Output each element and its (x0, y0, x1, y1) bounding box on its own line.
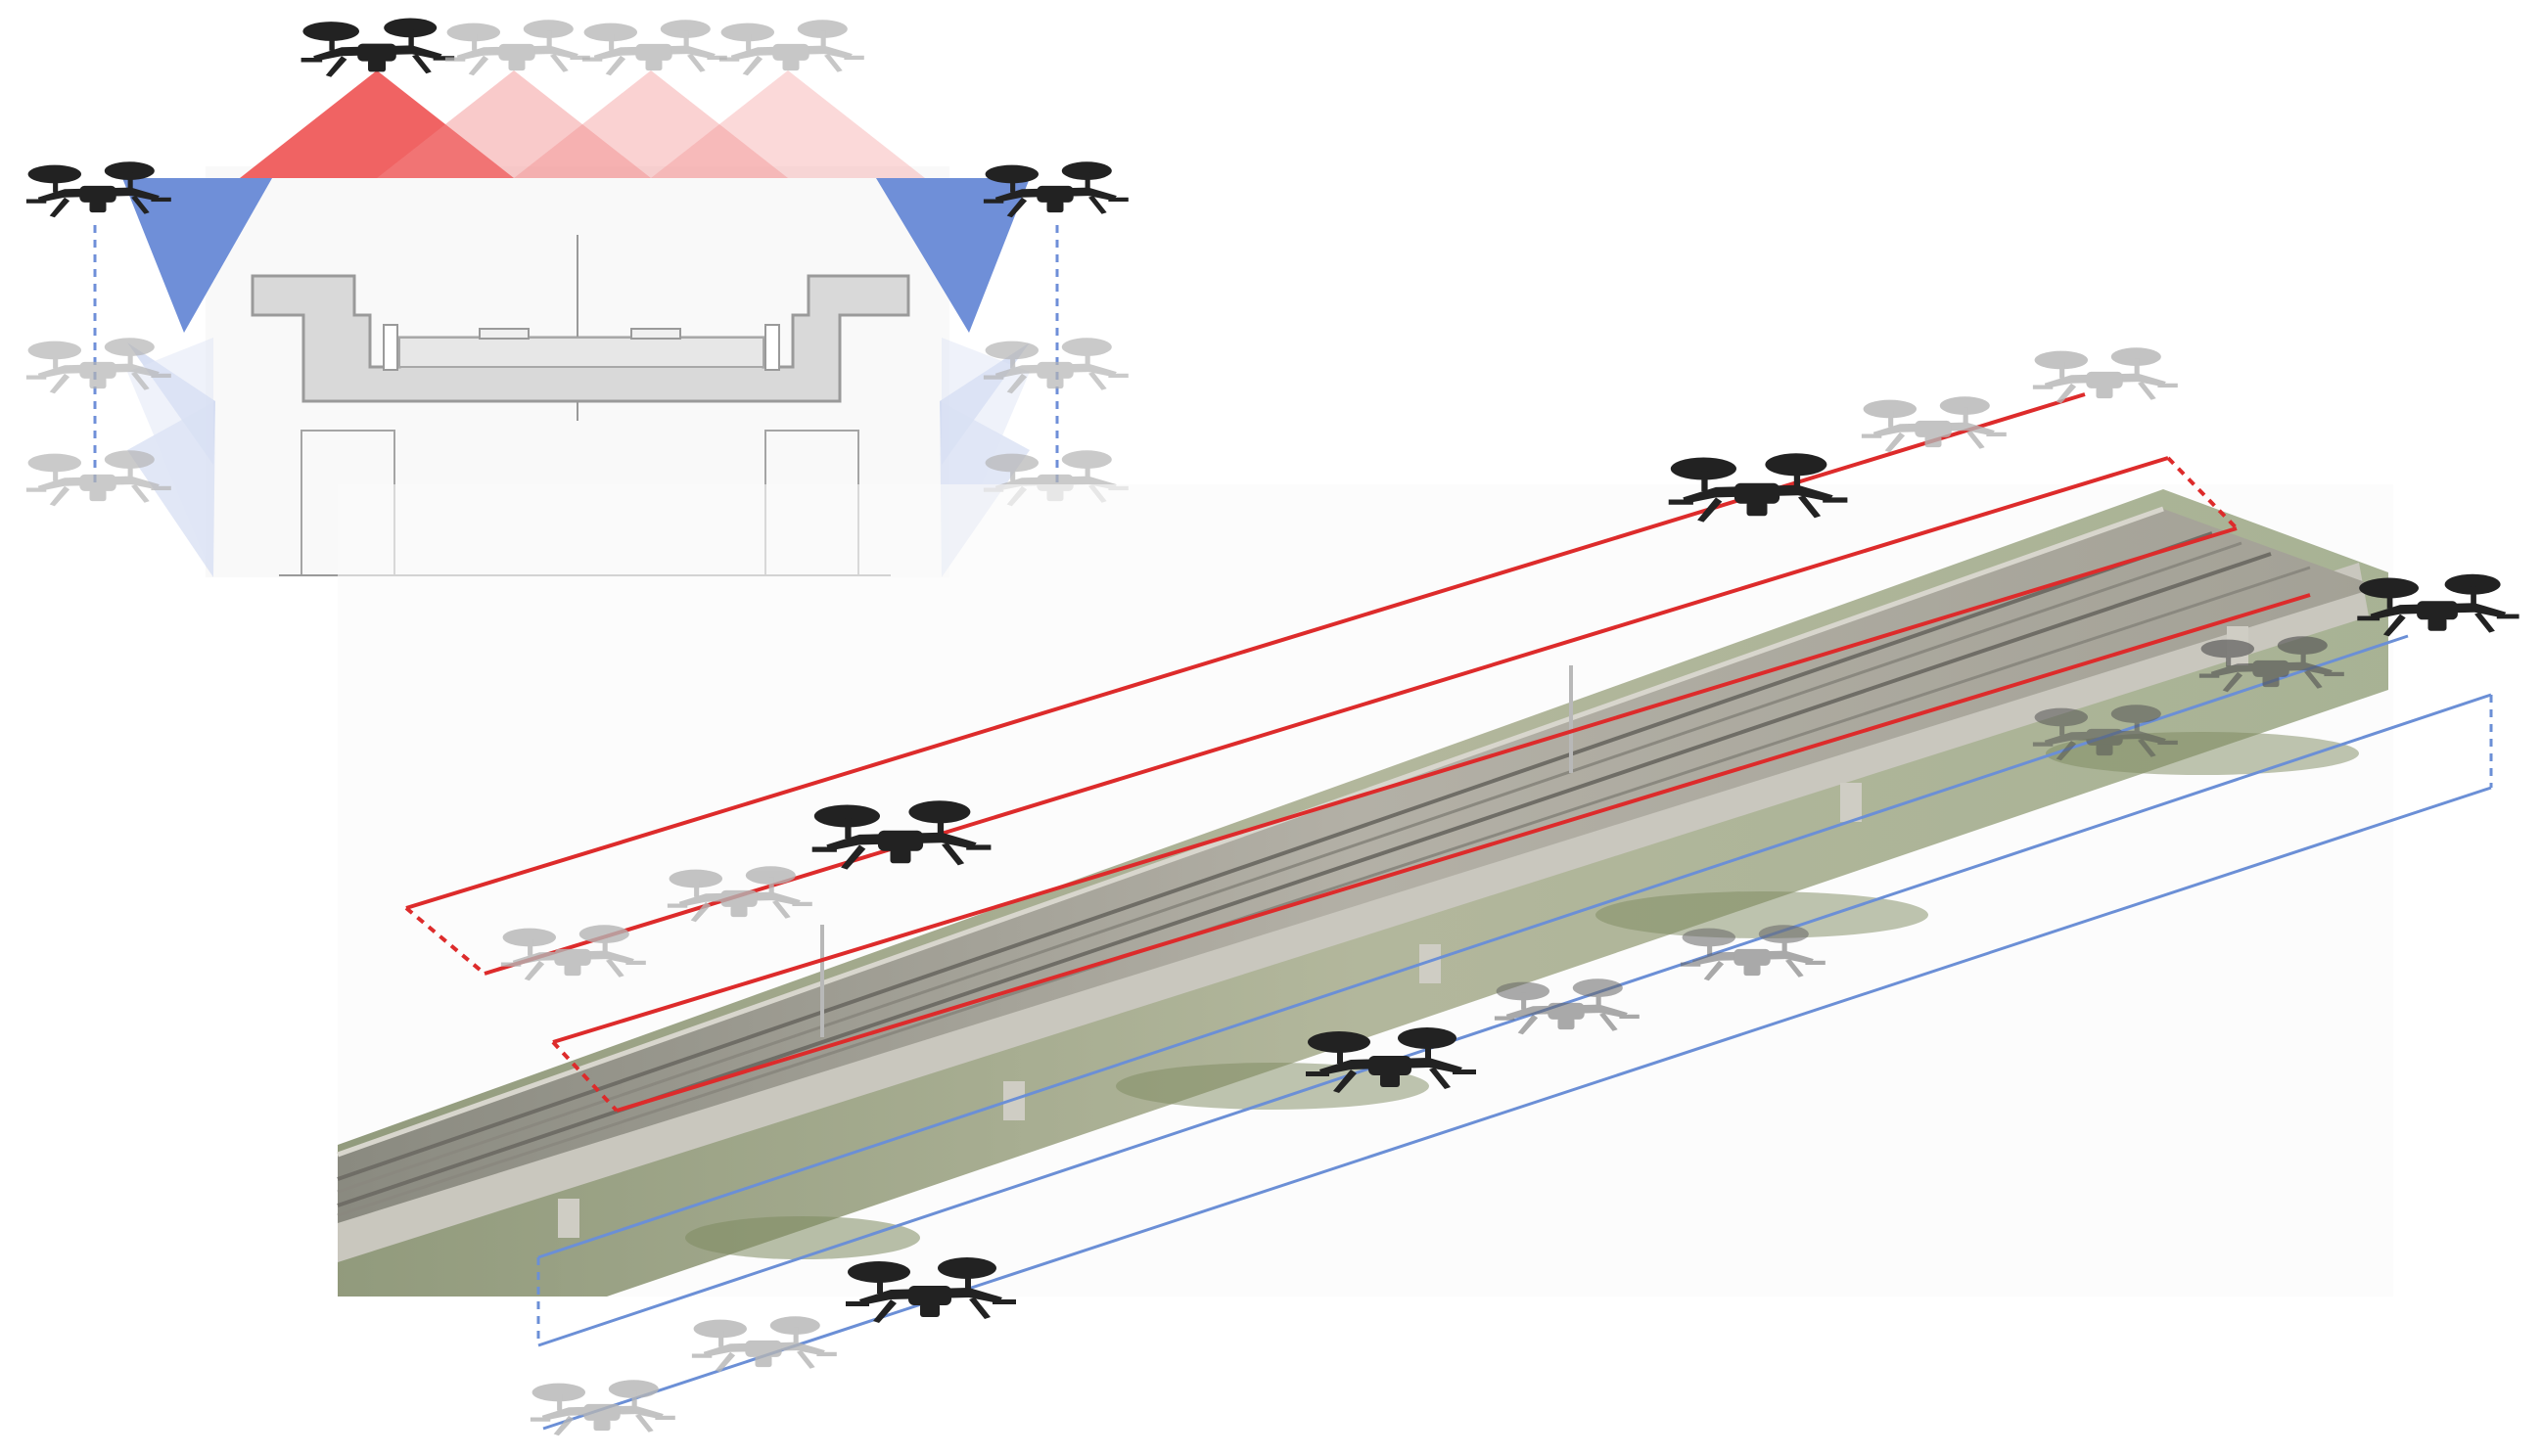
top-flight-route (404, 392, 2311, 1113)
top-camera-view-cones (240, 70, 925, 178)
railway-bridge-3d-model (337, 484, 2393, 1297)
